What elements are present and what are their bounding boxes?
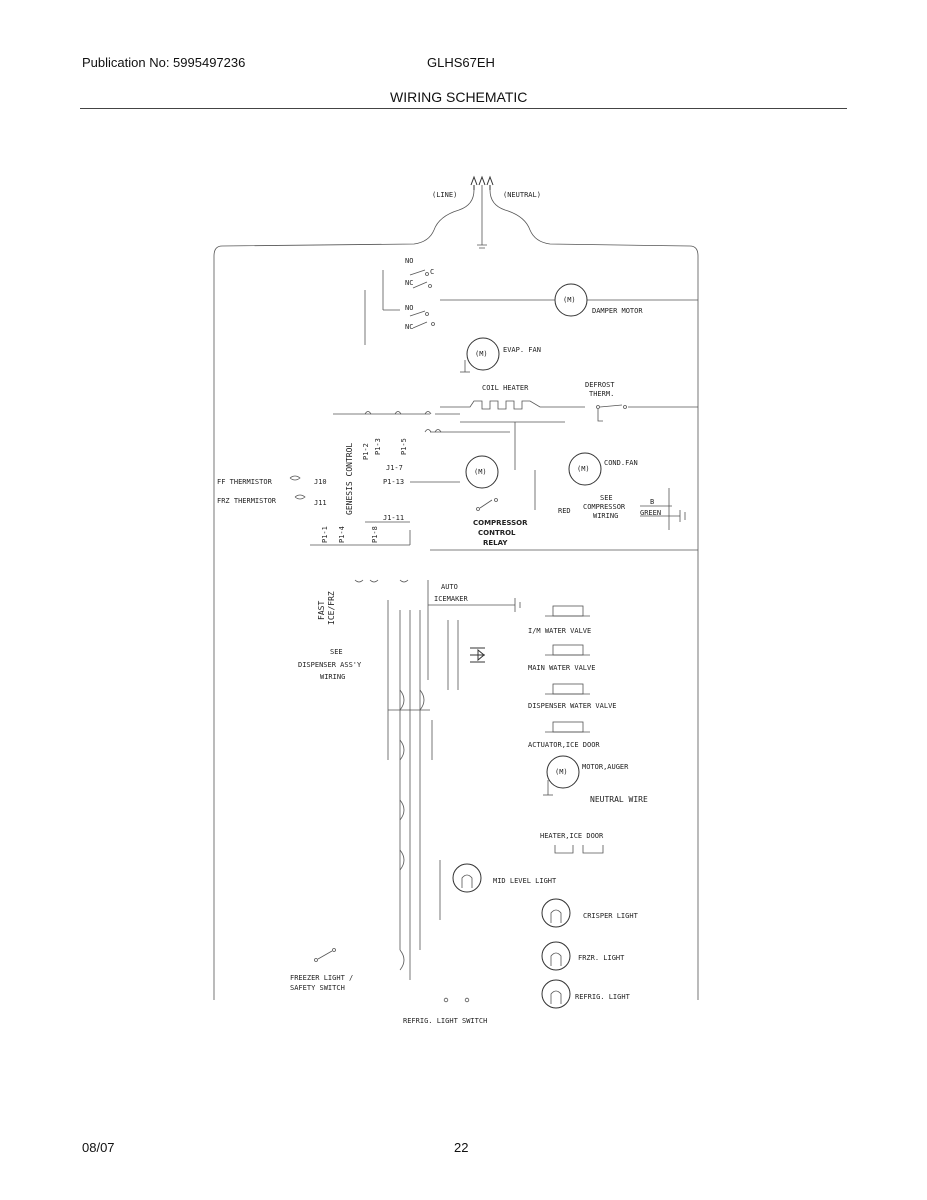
j10-label: J10	[314, 478, 327, 486]
compressor-relay-label-3: RELAY	[483, 539, 508, 547]
freezer-safety-switch-icon	[317, 950, 333, 960]
damper-motor-icon	[554, 283, 588, 317]
refrig-light-label: REFRIG. LIGHT	[575, 993, 631, 1001]
auto-icemaker-label-1: AUTO	[441, 583, 458, 591]
nc-label-1: NC	[405, 279, 413, 287]
damper-motor-symbol: (M)	[563, 296, 576, 304]
see-compressor-label-2: COMPRESSOR	[583, 503, 626, 511]
freezer-switch-label-2: SAFETY SWITCH	[290, 984, 345, 992]
crisper-light-icon	[541, 898, 571, 928]
header-rule	[80, 108, 847, 109]
neutral-label: (NEUTRAL)	[503, 191, 541, 199]
evap-fan-icon	[466, 337, 500, 371]
frz-thermistor-label: FRZ THERMISTOR	[217, 497, 277, 505]
see-dispenser-label-2: DISPENSER ASS'Y	[298, 661, 362, 669]
see-dispenser-label-1: SEE	[330, 648, 343, 656]
auto-icemaker-label-2: ICEMAKER	[434, 595, 469, 603]
p1-3-label: P1-3	[374, 438, 382, 455]
p1-4-label: P1-4	[338, 526, 346, 543]
fast-label: FAST	[317, 601, 326, 620]
nc-label-2: NC	[405, 323, 413, 331]
page-title: WIRING SCHEMATIC	[390, 89, 528, 105]
evap-fan-label: EVAP. FAN	[503, 346, 541, 354]
relay-coil-icon	[465, 455, 499, 489]
see-dispenser-label-3: WIRING	[320, 673, 345, 681]
see-compressor-label-1: SEE	[600, 494, 613, 502]
dispenser-water-valve-icon	[552, 683, 584, 695]
mid-level-light-icon	[452, 863, 482, 893]
refrig-light-switch-icon	[443, 997, 449, 1003]
genesis-control-label: GENESIS CONTROL	[345, 443, 354, 515]
frzr-light-label: FRZR. LIGHT	[578, 954, 625, 962]
see-compressor-label-3: WIRING	[593, 512, 618, 520]
damper-motor-label: DAMPER MOTOR	[592, 307, 643, 315]
j1-7-label: J1-7	[386, 464, 403, 472]
coil-heater-icon	[440, 400, 585, 410]
model-number: GLHS67EH	[427, 55, 495, 70]
coil-heater-label: COIL HEATER	[482, 384, 529, 392]
main-water-valve-label: MAIN WATER VALVE	[528, 664, 595, 672]
dispenser-water-valve-label: DISPENSER WATER VALVE	[528, 702, 617, 710]
neutral-wire-label: NEUTRAL WIRE	[590, 795, 648, 804]
heater-ice-door-icon	[554, 845, 604, 854]
p1-8-label: P1-8	[371, 526, 379, 543]
damper-switch	[364, 269, 698, 345]
ff-thermistor-label: FF THERMISTOR	[217, 478, 273, 486]
motor-auger-symbol: (M)	[555, 768, 568, 776]
j11-label: J11	[314, 499, 327, 507]
c-label: C	[430, 268, 434, 276]
crisper-light-label: CRISPER LIGHT	[583, 912, 639, 920]
relay-coil-symbol: (M)	[474, 468, 487, 476]
compressor-relay-label-2: CONTROL	[478, 529, 516, 537]
motor-auger-icon	[546, 755, 580, 789]
freezer-switch-label-1: FREEZER LIGHT /	[290, 974, 353, 982]
motor-auger-label: MOTOR,AUGER	[582, 763, 629, 771]
power-plug	[213, 175, 699, 1000]
actuator-ice-door-label: ACTUATOR,ICE DOOR	[528, 741, 600, 749]
refrig-light-switch-label: REFRIG. LIGHT SWITCH	[403, 1017, 487, 1025]
defrost-therm-label-2: THERM.	[589, 390, 614, 398]
p1-5-label: P1-5	[400, 438, 408, 455]
frz-thermistor-icon	[294, 494, 306, 500]
evap-fan-symbol: (M)	[475, 350, 488, 358]
cond-fan-icon	[568, 452, 602, 486]
ice-frz-label: ICE/FRZ	[327, 591, 336, 625]
im-water-valve-label: I/M WATER VALVE	[528, 627, 591, 635]
line-label: (LINE)	[432, 191, 457, 199]
actuator-ice-door-icon	[552, 721, 584, 733]
j1-11-label: J1-11	[383, 514, 404, 522]
no-label-1: NO	[405, 257, 413, 265]
refrig-light-icon	[541, 979, 571, 1009]
frzr-light-icon	[541, 941, 571, 971]
main-water-valve-icon	[552, 644, 584, 656]
b-label: B	[650, 498, 654, 506]
compressor-relay-label-1: COMPRESSOR	[473, 519, 528, 527]
p1-1-label: P1-1	[321, 526, 329, 543]
heater-ice-door-label: HEATER,ICE DOOR	[540, 832, 604, 840]
p1-2-label: P1-2	[362, 443, 370, 460]
red-wire-label: RED	[558, 507, 571, 515]
defrost-therm-label-1: DEFROST	[585, 381, 615, 389]
mid-level-light-label: MID LEVEL LIGHT	[493, 877, 557, 885]
footer-date: 08/07	[82, 1140, 115, 1155]
ff-thermistor-icon	[289, 475, 301, 481]
cond-fan-symbol: (M)	[577, 465, 590, 473]
publication-number: Publication No: 5995497236	[82, 55, 246, 70]
im-water-valve-icon	[552, 605, 584, 617]
p1-13-label: P1-13	[383, 478, 404, 486]
no-label-2: NO	[405, 304, 413, 312]
cond-fan-label: COND.FAN	[604, 459, 638, 467]
dispenser-bus	[387, 600, 441, 980]
water-valve-diode-icon	[470, 647, 485, 663]
page-number: 22	[454, 1140, 469, 1155]
green-wire-label: GREEN	[640, 509, 661, 517]
